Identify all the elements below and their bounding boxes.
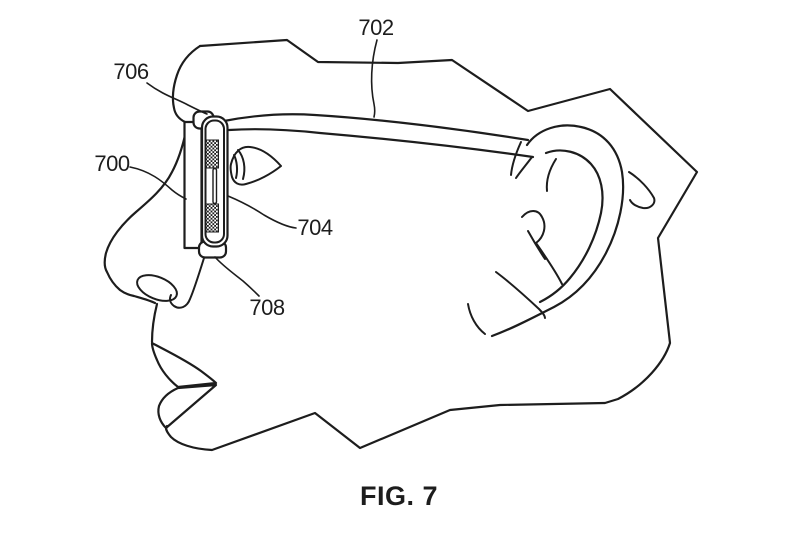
upper-lip <box>150 341 218 389</box>
speaker-grille-top <box>205 139 219 169</box>
leader-line-700 <box>129 166 187 200</box>
temple-tip-behind-ear-inner <box>515 156 533 179</box>
ref-label-700: 700 <box>94 151 129 176</box>
sideburn-point <box>628 171 656 210</box>
cheek-crease-line <box>169 257 205 309</box>
earlobe-inner-line <box>495 271 546 319</box>
iris-inner-arc <box>233 154 239 179</box>
iris-outer-arc <box>237 149 246 180</box>
antihelix-line <box>521 210 563 285</box>
lower-lip <box>157 383 218 430</box>
temple-arm-lower-line <box>227 128 535 159</box>
ref-label-706: 706 <box>113 59 148 84</box>
speaker-grille-bottom <box>205 203 219 233</box>
head-mounted-device <box>183 110 229 259</box>
cranium-jaw-outline <box>164 38 699 452</box>
head-outline <box>103 38 699 452</box>
temple-arm <box>222 113 535 179</box>
philtrum-line <box>150 302 159 344</box>
device-module-inner-outline <box>204 119 225 244</box>
ref-label-702: 702 <box>358 15 393 40</box>
brow-nose-line <box>103 129 188 305</box>
ear <box>467 124 656 338</box>
leader-line-706 <box>146 82 208 115</box>
leader-lines <box>129 39 378 297</box>
device-slot <box>212 167 218 205</box>
device-back-plate <box>183 120 203 250</box>
temple-arm-upper-line <box>222 113 530 142</box>
forehead-line <box>171 44 202 124</box>
eye <box>229 145 282 186</box>
leader-line-708 <box>214 256 260 297</box>
helix-outer <box>490 124 625 338</box>
earlobe-front-line <box>467 303 486 335</box>
eye-outline <box>229 145 282 186</box>
leader-line-704 <box>227 195 297 229</box>
nostril <box>136 274 178 302</box>
temple-tip-behind-ear-outer <box>510 141 522 176</box>
figure-caption: FIG. 7 <box>360 481 438 511</box>
ref-label-704: 704 <box>297 215 332 240</box>
helix-inner <box>538 149 604 304</box>
ref-label-708: 708 <box>249 295 284 320</box>
crus-line <box>545 158 557 192</box>
leader-line-702 <box>370 39 378 118</box>
reference-numerals: 700 702 704 706 708 <box>94 15 394 320</box>
tragus-line <box>527 230 546 260</box>
